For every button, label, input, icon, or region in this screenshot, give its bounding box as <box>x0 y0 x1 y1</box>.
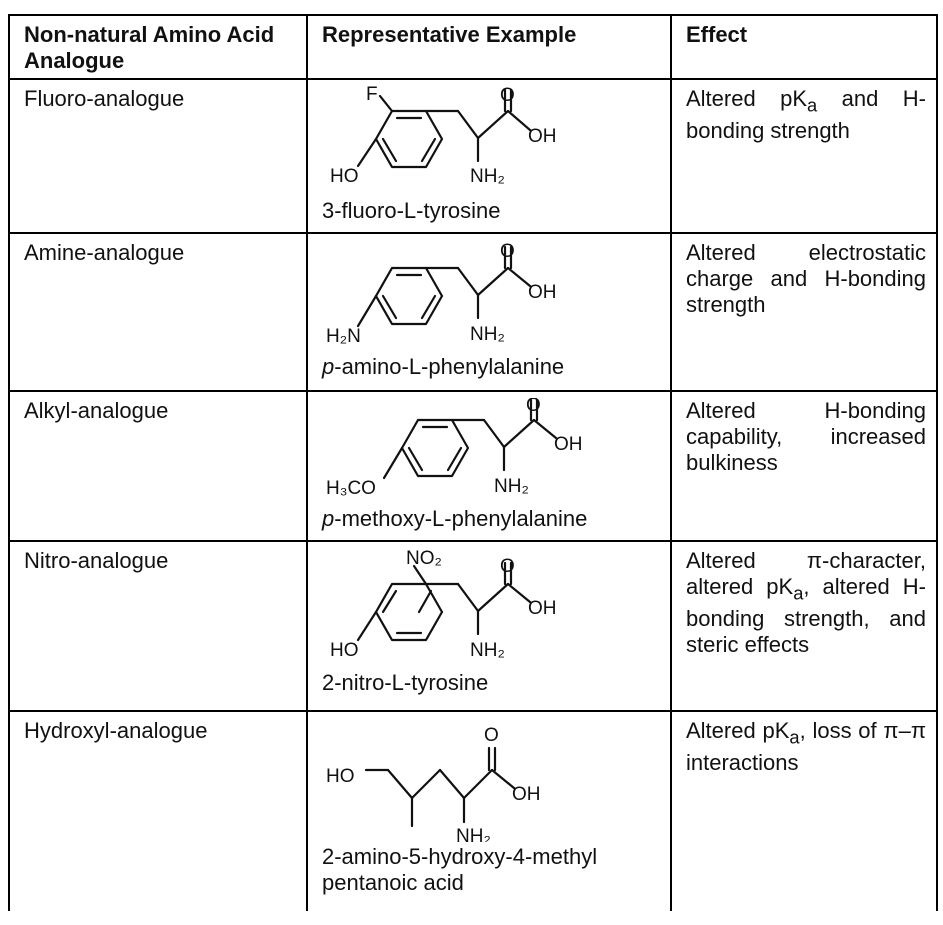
atom-label: OH <box>528 126 557 147</box>
example-name: 2-amino-5-hydroxy-4-methyl pentanoic aci… <box>322 844 598 895</box>
atom-label: HO <box>330 640 359 661</box>
header-example: Representative Example <box>306 14 672 80</box>
atom-label: H₃CO <box>326 478 376 499</box>
header-analogue: Non-natural Amino Acid Analogue <box>8 14 308 80</box>
atom-label: NH₂ <box>470 640 505 661</box>
atom-label: H₂N <box>326 326 361 347</box>
atom-label: OH <box>528 598 557 619</box>
example-cell: H₂N NH₂ O OH p-amino-L-phenylalanine <box>306 232 672 392</box>
atom-label: OH <box>554 434 583 455</box>
example-name: 3-fluoro-L-tyrosine <box>322 198 501 223</box>
example-name: 2-nitro-L-tyrosine <box>322 670 489 695</box>
example-name: p-methoxy-L-phenylalanine <box>322 506 660 532</box>
example-name-rest: -methoxy-L-phenylalanine <box>334 506 588 531</box>
effect-cell: Altered pKa, loss of π–π interactions <box>670 710 938 911</box>
example-name-rest: -amino-L-phenylalanine <box>334 354 565 379</box>
atom-label: OH <box>512 784 541 805</box>
header-effect: Effect <box>670 14 938 80</box>
header-row: Non-natural Amino Acid Analogue Represen… <box>8 14 938 80</box>
atom-label: O <box>500 241 515 262</box>
example-cell: NO₂ HO NH₂ O OH 2-nitro-L-tyrosine <box>306 540 672 712</box>
atom-label: O <box>484 725 499 746</box>
example-cell: H₃CO NH₂ O OH p-methoxy-L-phenylalanine <box>306 390 672 542</box>
atom-label: HO <box>326 766 355 787</box>
analogue-cell: Hydroxyl-analogue <box>8 710 308 911</box>
effect-cell: Altered π-character, altered pKa, altere… <box>670 540 938 712</box>
atom-label: NH₂ <box>456 826 491 842</box>
analogue-cell: Fluoro-analogue <box>8 78 308 234</box>
example-cell: HO NH₂ O OH 2-amino-5-hydroxy-4-methyl p… <box>306 710 672 911</box>
atom-label: NH₂ <box>494 476 529 497</box>
analogue-cell: Amine-analogue <box>8 232 308 392</box>
structure-2-nitro-tyrosine: NO₂ HO NH₂ O OH <box>330 548 557 661</box>
structure-p-methoxy-phenylalanine: H₃CO NH₂ O OH <box>326 398 583 499</box>
table-row: Alkyl-analogue H₃CO NH₂ O OH p-meth <box>8 390 938 542</box>
italic-prefix: p <box>322 354 335 379</box>
atom-label: F <box>366 86 378 105</box>
italic-prefix: p <box>322 506 335 531</box>
table-row: Fluoro-analogue F HO NH₂ O OH <box>8 78 938 234</box>
structure-hydroxy-methyl-pentanoic-acid: HO NH₂ O OH <box>326 725 541 842</box>
atom-label: O <box>526 398 541 416</box>
table-row: Hydroxyl-analogue HO NH₂ O OH 2-amino-5-… <box>8 710 938 911</box>
table-row: Amine-analogue H₂N NH₂ O OH p-amino <box>8 232 938 392</box>
atom-label: O <box>500 86 515 106</box>
structure-p-amino-phenylalanine: H₂N NH₂ O OH <box>326 241 557 347</box>
table-row: Nitro-analogue NO₂ HO NH₂ O <box>8 540 938 712</box>
example-name: p-amino-L-phenylalanine <box>322 354 660 380</box>
structure-3-fluoro-tyrosine: F HO NH₂ O OH <box>330 86 557 187</box>
atom-label: NH₂ <box>470 166 505 187</box>
atom-label: NH₂ <box>470 324 505 345</box>
effect-cell: Altered pKa and H-bonding strength <box>670 78 938 234</box>
effect-cell: Altered H-bonding capability, increased … <box>670 390 938 542</box>
analogue-table: Non-natural Amino Acid Analogue Represen… <box>8 14 938 911</box>
atom-label: O <box>500 556 515 577</box>
analogue-cell: Alkyl-analogue <box>8 390 308 542</box>
atom-label: HO <box>330 166 359 187</box>
example-cell: F HO NH₂ O OH 3-fluoro-L-tyrosine <box>306 78 672 234</box>
effect-cell: Altered electrostatic charge and H-bondi… <box>670 232 938 392</box>
atom-label: OH <box>528 282 557 303</box>
atom-label: NO₂ <box>406 548 442 569</box>
analogue-cell: Nitro-analogue <box>8 540 308 712</box>
